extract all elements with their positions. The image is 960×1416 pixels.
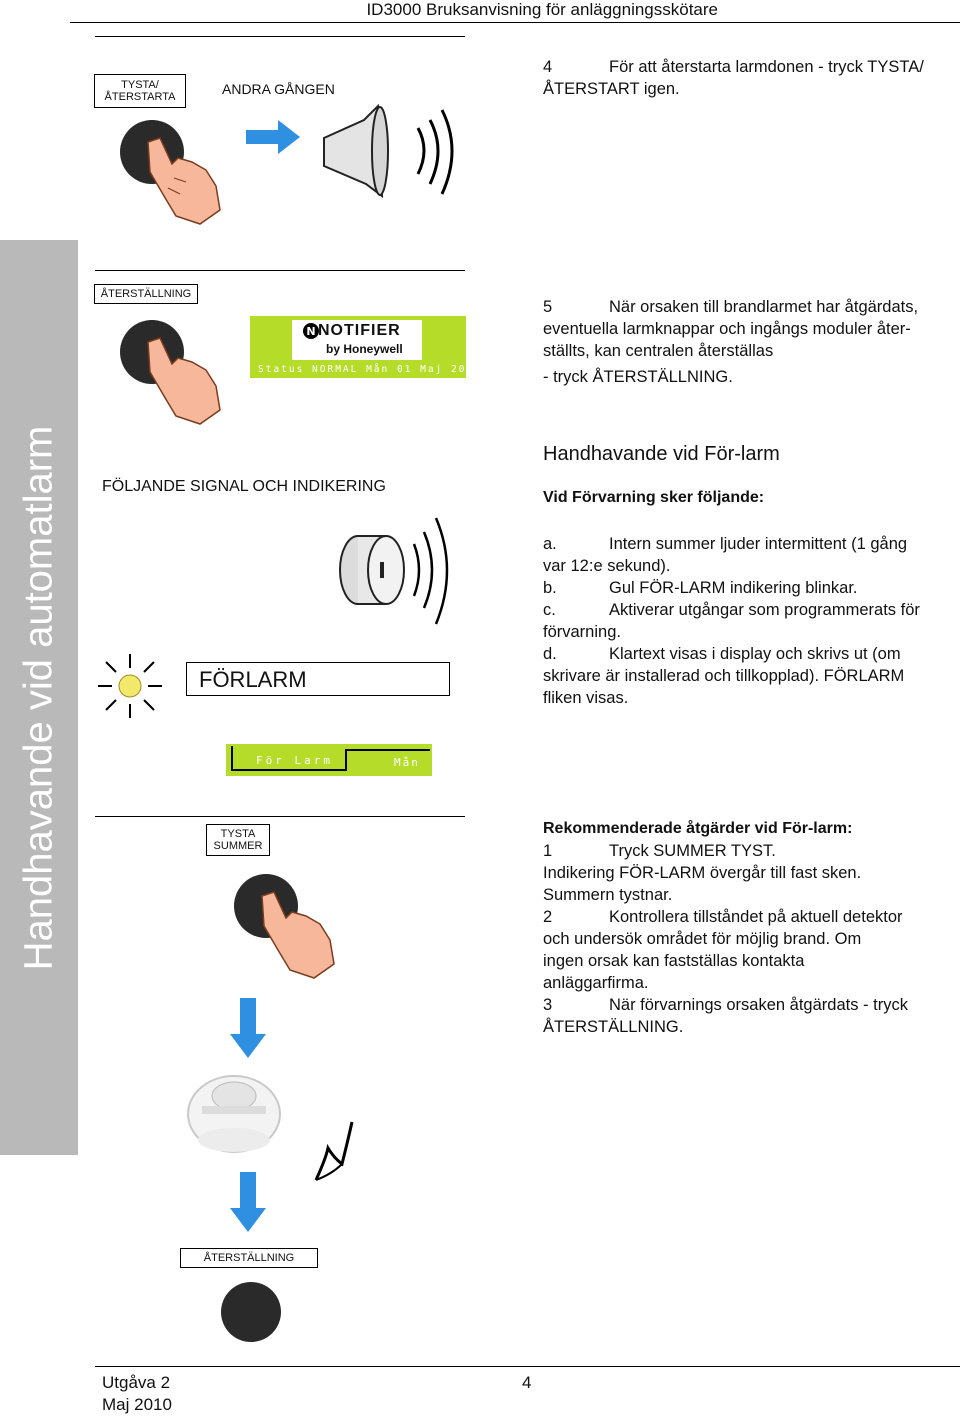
section-rule-reset	[95, 270, 465, 271]
notifier-logo: N NOTIFIER by Honeywell	[292, 320, 422, 360]
press-button-hand-illustration	[120, 120, 221, 225]
step-5-line-2: eventuella larmknappar och ingångs modul…	[543, 320, 911, 338]
step-4-line-2: ÅTERSTART igen.	[543, 80, 680, 98]
step-5-line-4: - tryck ÅTERSTÄLLNING.	[543, 368, 733, 386]
step-4-number: 4	[543, 58, 553, 76]
press-reset-hand-illustration	[120, 320, 221, 425]
lcd-brand-sub: by Honeywell	[326, 342, 403, 356]
list-item: c.Aktiverar utgångar som programmerats f…	[543, 601, 920, 619]
checkmark-icon	[314, 1121, 354, 1181]
step-5-line-1: När orsaken till brandlarmet har åtgärda…	[609, 298, 919, 316]
step-5-line-3: ställts, kan centralen återställas	[543, 342, 774, 360]
step-5-number: 5	[543, 298, 553, 316]
signal-indication-label: FÖLJANDE SIGNAL OCH INDIKERING	[102, 478, 386, 495]
arrow-down-icon-2	[230, 1172, 266, 1232]
buzzer-icon	[339, 517, 449, 625]
lcd-status-line: Status NORMAL Mån 01 Maj 2010	[258, 364, 482, 375]
top-rule	[95, 36, 465, 37]
siren-horn-icon	[323, 103, 454, 199]
lcd-display-normal: N NOTIFIER by Honeywell Status NORMAL Må…	[250, 316, 480, 378]
lcd-day-label: Mån	[394, 756, 420, 769]
list-item: b.Gul FÖR-LARM indikering blinkar.	[543, 579, 858, 597]
document-title: ID3000 Bruksanvisning för anläggningsskö…	[366, 0, 718, 19]
arrow-down-icon	[230, 998, 266, 1058]
list-item: d.Klartext visas i display och skrivs ut…	[543, 645, 901, 663]
prealarm-subheading: Vid Förvarning sker följande:	[543, 489, 765, 506]
reset-button-icon	[221, 1282, 281, 1342]
notifier-n-icon: N	[303, 323, 319, 339]
andra-gangen-label: ANDRA GÅNGEN	[222, 81, 335, 97]
lcd-tab-outline	[231, 746, 430, 771]
section-side-tab: Handhavande vid automatlarm	[0, 240, 78, 1155]
prealarm-heading: Handhavande vid För-larm	[543, 443, 780, 465]
page-number: 4	[522, 1373, 532, 1392]
step-5: 5 När orsaken till brandlarmet har åtgärd…	[543, 296, 958, 388]
aterstallning-label: ÅTERSTÄLLNING	[94, 284, 198, 304]
step-4: 4 För att återstarta larmdonen - tryck TY…	[543, 56, 958, 100]
footer-edition: Utgåva 2 Maj 2010	[102, 1373, 172, 1414]
side-tab-label: Handhavande vid automatlarm	[16, 425, 61, 971]
forlarm-indicator-box: FÖRLARM	[186, 662, 450, 696]
footer-rule	[95, 1366, 960, 1367]
press-summer-hand-illustration	[234, 874, 335, 979]
bottom-aterstallning-label: ÅTERSTÄLLNING	[180, 1248, 318, 1268]
list-item: a.Intern summer ljuder intermittent (1 g…	[543, 535, 908, 553]
hand-icon	[147, 337, 221, 425]
prealarm-list: a.Intern summer ljuder intermittent (1 g…	[543, 533, 958, 709]
flashing-led-icon	[98, 654, 162, 718]
recommended-heading: Rekommenderade åtgärder vid För-larm:	[543, 820, 853, 837]
arrow-right-icon	[246, 120, 300, 154]
lcd-brand: NOTIFIER	[318, 322, 401, 339]
tysta-summer-label: TYSTA SUMMER	[206, 824, 270, 856]
header-rule	[70, 22, 960, 23]
tysta-aterstarta-label: TYSTA/ ÅTERSTARTA	[94, 74, 186, 108]
hand-icon	[261, 891, 335, 979]
lcd-display-prealarm: För Larm Mån	[226, 744, 432, 776]
step-4-line-1: För att återstarta larmdonen - tryck TYS…	[609, 58, 924, 76]
smoke-detector-image	[187, 1075, 281, 1153]
lcd-tab-label: För Larm	[256, 754, 333, 767]
svg-text:N: N	[306, 325, 315, 338]
section-rule-summer	[95, 816, 465, 817]
